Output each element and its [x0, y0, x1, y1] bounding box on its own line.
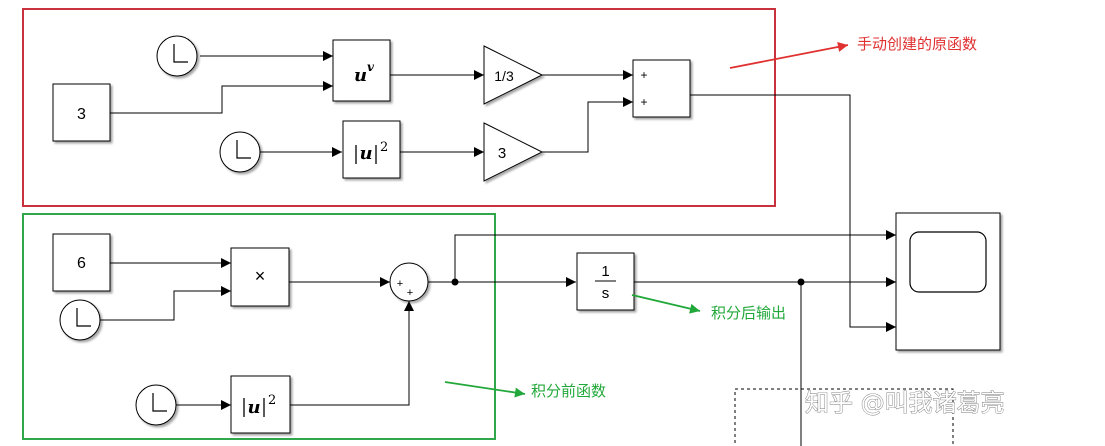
abs-exponent: 2 — [380, 140, 388, 155]
sum2-sign-1: + — [397, 278, 403, 290]
clock-block-3[interactable] — [59, 299, 101, 341]
sum-sign-1: + — [640, 68, 647, 82]
wire-const3-to-power — [110, 81, 333, 114]
abs-exponent: 2 — [268, 393, 276, 408]
product-block[interactable]: × — [230, 247, 290, 307]
gain-value: 3 — [498, 145, 506, 162]
math-function-abs-square-block[interactable]: u 2 — [342, 120, 401, 179]
math-function-power-block[interactable]: u v — [332, 39, 391, 102]
constant-value: 3 — [77, 106, 86, 123]
wire-gain3-to-sum — [542, 97, 633, 153]
gain-block-three[interactable]: 3 — [483, 122, 544, 182]
clock-hands-icon — [76, 308, 91, 327]
green-annotation-arrow-1 — [631, 294, 701, 314]
dashed-region — [734, 388, 954, 446]
clock-block-2[interactable] — [219, 131, 261, 173]
branch-point-1 — [451, 278, 459, 286]
watermark-text: 知乎 @叫我诸葛亮 — [805, 389, 1005, 417]
wire-branch-to-scope — [454, 230, 896, 282]
constant-block-3[interactable]: 3 — [52, 83, 111, 142]
clock-block-4[interactable] — [135, 384, 177, 426]
sum-block-1[interactable]: + + — [632, 59, 691, 118]
constant-value: 6 — [77, 255, 86, 272]
red-annotation-arrow — [729, 42, 849, 69]
integrator-block[interactable]: 1 s — [576, 252, 635, 311]
abs-var: u — [359, 143, 372, 164]
scope-block[interactable] — [895, 212, 1001, 351]
product-symbol: × — [255, 266, 266, 286]
clock-hands-icon — [236, 140, 251, 159]
math-function-abs-square-block-2[interactable]: u 2 — [230, 375, 291, 434]
annotation-manual-function: 手动创建的原函数 — [857, 35, 977, 53]
gain-value: 1/3 — [494, 68, 514, 84]
wire-clock3-to-product — [100, 286, 231, 321]
manual-function-frame — [22, 8, 776, 207]
wire-sum-to-scope — [690, 94, 896, 332]
scope-screen-icon — [909, 231, 987, 293]
integrator-denominator: s — [602, 285, 610, 302]
integrator-numerator: 1 — [601, 263, 609, 280]
annotation-before-integration: 积分前函数 — [531, 382, 606, 400]
gain-block-one-third[interactable]: 1/3 — [483, 45, 544, 105]
wire-abs2-to-sum2 — [290, 301, 414, 406]
annotation-after-integration: 积分后输出 — [711, 304, 786, 322]
pre-integration-frame — [22, 213, 496, 440]
green-annotation-arrow-2 — [444, 381, 526, 398]
constant-block-6[interactable]: 6 — [52, 233, 111, 292]
power-base: u — [354, 65, 367, 86]
sum-block-2[interactable]: + + — [389, 262, 429, 302]
clock-block-1[interactable] — [156, 35, 198, 77]
clock-hands-icon — [173, 44, 188, 63]
sum2-sign-2: + — [407, 287, 413, 299]
clock-hands-icon — [152, 393, 167, 412]
sum-sign-2: + — [640, 95, 647, 109]
power-exponent: v — [367, 60, 375, 74]
branch-point-2 — [797, 278, 805, 286]
abs-var: u — [247, 397, 260, 418]
